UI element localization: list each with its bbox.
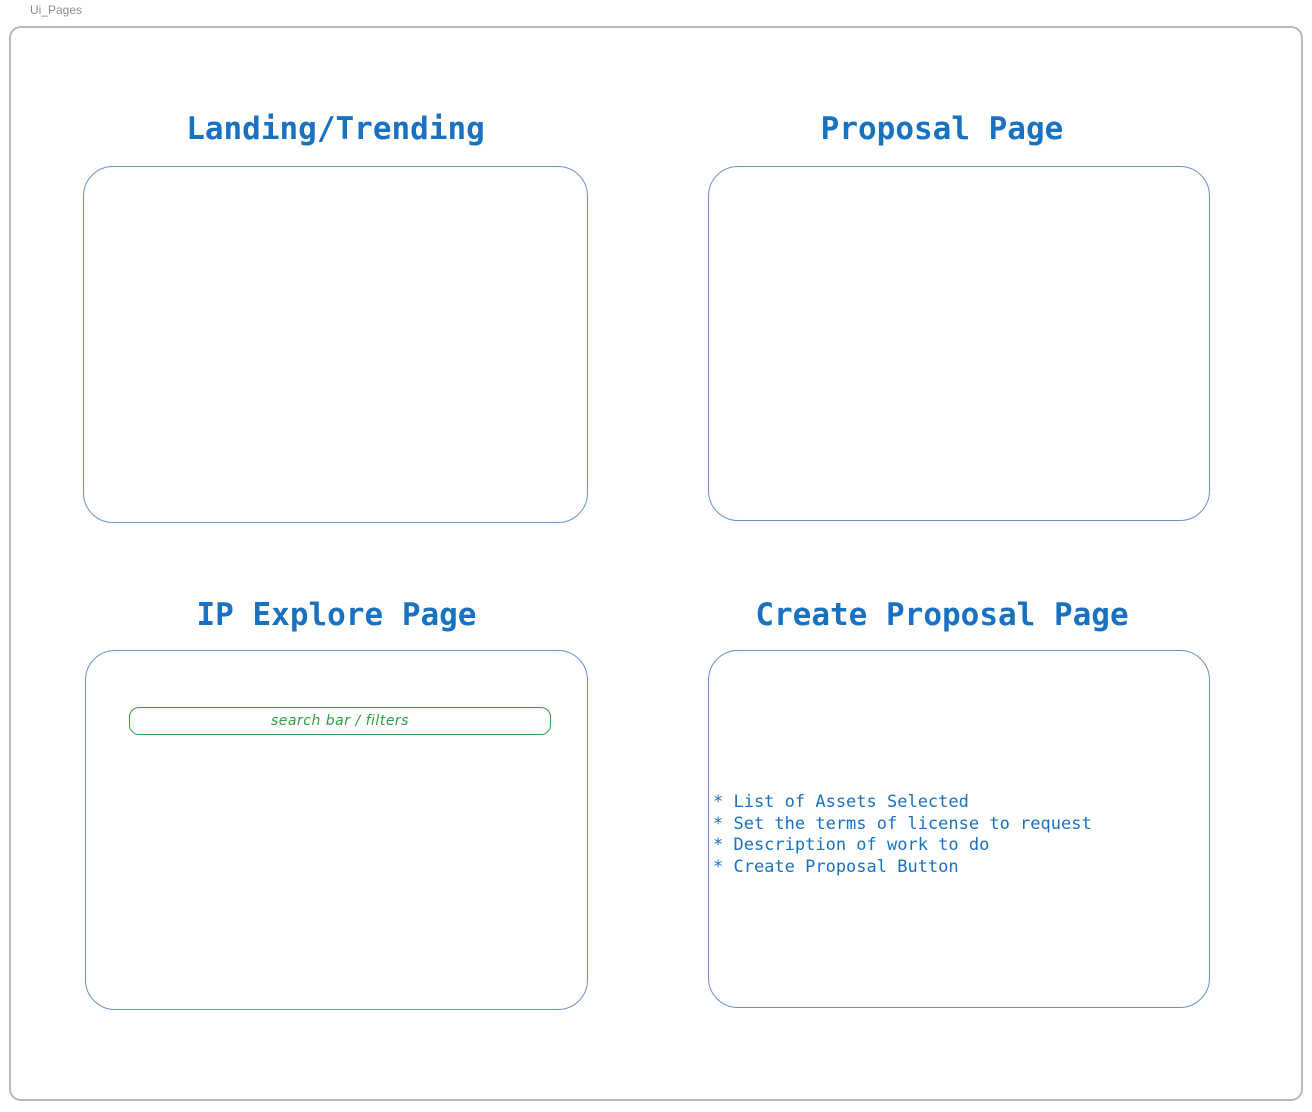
ui-pages-frame [9, 26, 1303, 1101]
panel-title-ip-explore-page: IP Explore Page [196, 597, 477, 633]
create-proposal-notes-list: * List of Assets Selected * Set the term… [713, 792, 1092, 879]
ip-explore-page-box[interactable]: search bar / filters [85, 650, 588, 1010]
proposal-page-box[interactable] [708, 166, 1210, 521]
search-bar-label: search bar / filters [271, 713, 409, 729]
landing-trending-box[interactable] [83, 166, 588, 523]
panel-title-create-proposal-page: Create Proposal Page [755, 597, 1129, 633]
list-item-create-proposal-button: * Create Proposal Button [713, 857, 959, 878]
create-proposal-page-box[interactable]: * List of Assets Selected * Set the term… [708, 650, 1210, 1008]
frame-name-label[interactable]: Ui_Pages [30, 3, 83, 17]
panel-title-landing-trending: Landing/Trending [186, 111, 485, 147]
list-item-work-description: * Description of work to do [713, 835, 990, 856]
panel-title-proposal-page: Proposal Page [820, 111, 1064, 147]
list-item-assets-selected: * List of Assets Selected [713, 792, 969, 812]
search-bar-filters[interactable]: search bar / filters [129, 707, 551, 735]
list-item-license-terms: * Set the terms of license to request [713, 813, 1092, 834]
